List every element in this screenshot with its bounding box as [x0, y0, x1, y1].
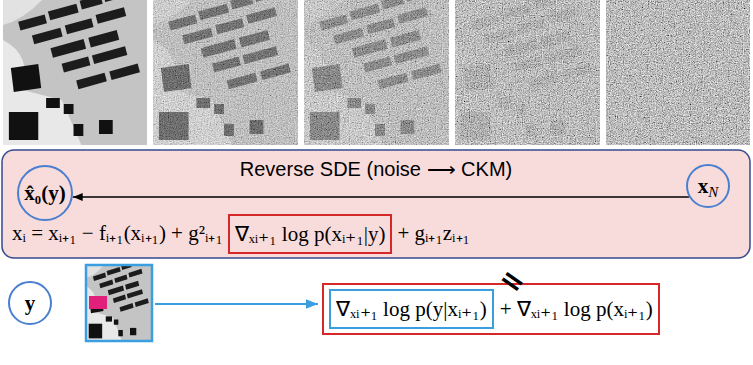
likelihood-box: ∇ₓᵢ₊₁ log p(y|xᵢ₊₁)	[329, 289, 494, 329]
sde-band: Reverse SDE (noise ⟶ CKM)xᵢ = xᵢ₊₁ − fᵢ₊…	[2, 150, 750, 258]
node-text: x	[698, 174, 709, 198]
node-text: + ∇ₓᵢ₊₁ log p(xᵢ₊₁)	[500, 289, 653, 329]
noise-circle: xN	[686, 164, 730, 208]
output-circle: x̂₀(y)	[17, 165, 73, 221]
node-text: N	[708, 180, 718, 204]
score-box: ∇ₓᵢ₊₁ log p(xᵢ₊₁|y)	[228, 214, 393, 254]
equality-sign: =	[494, 262, 532, 301]
node-text: x̂₀(y)	[24, 181, 65, 205]
node-text: y	[25, 291, 36, 315]
node-text: ∇ₓᵢ₊₁ log p(xᵢ₊₁|y)	[235, 218, 386, 250]
node-text: + gᵢ₊₁zᵢ₊₁	[397, 214, 469, 252]
flow-arrow	[73, 196, 689, 198]
measurement-circle: y	[8, 281, 52, 325]
band-title: Reverse SDE (noise ⟶ CKM)	[2, 156, 750, 182]
bayes-box: + ∇ₓᵢ₊₁ log p(xᵢ₊₁) ∇ₓᵢ₊₁ log p(y|xᵢ₊₁)	[322, 283, 660, 335]
node-text: ∇ₓᵢ₊₁ log p(y|xᵢ₊₁)	[336, 293, 487, 325]
